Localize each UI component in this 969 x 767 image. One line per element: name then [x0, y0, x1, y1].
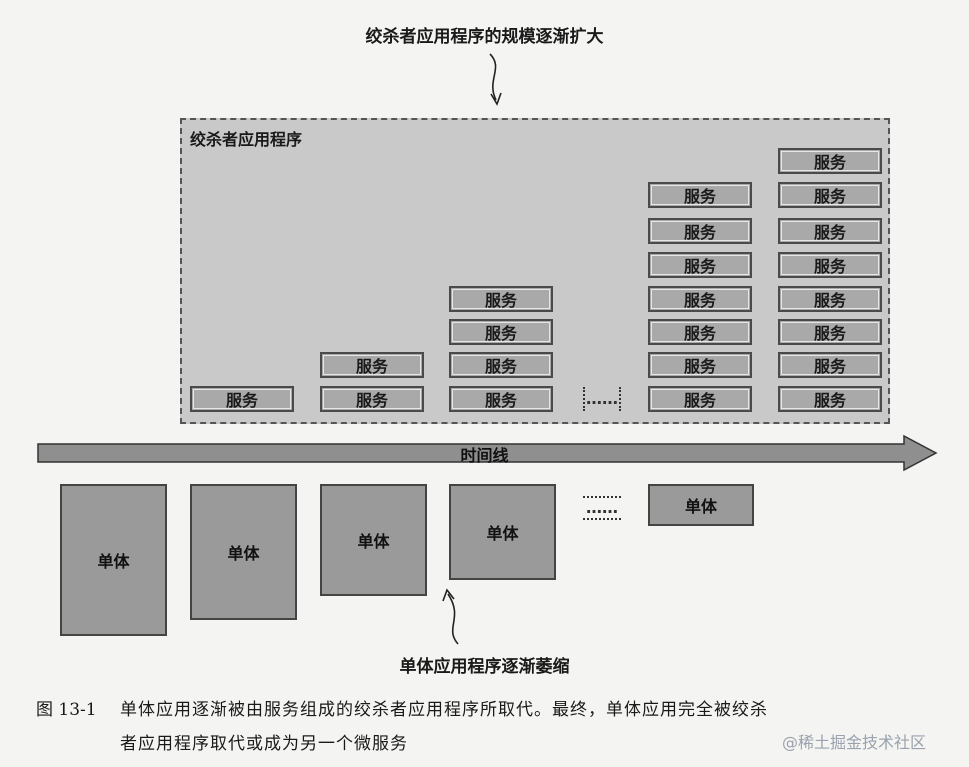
shrink-arrow	[442, 588, 459, 645]
growth-arrow	[489, 53, 502, 106]
service-box: 服务	[648, 352, 752, 378]
service-box: 服务	[778, 252, 882, 278]
service-box: 服务	[320, 386, 424, 412]
service-box: 服务	[778, 386, 882, 412]
service-box: 服务	[778, 352, 882, 378]
service-box: 服务	[320, 352, 424, 378]
monolith-box: 单体	[320, 484, 427, 596]
monolith-shrink-label: 单体应用程序逐渐萎缩	[399, 657, 570, 677]
monolith-box: 单体	[190, 484, 297, 620]
service-box: 服务	[778, 319, 882, 345]
service-box: 服务	[190, 386, 294, 412]
service-box: 服务	[648, 218, 752, 244]
service-box: 服务	[449, 286, 553, 312]
figure-caption-line2: 者应用程序取代或成为另一个微服务	[120, 734, 408, 754]
watermark: @稀土掘金技术社区	[782, 733, 927, 752]
timeline-arrow	[37, 434, 938, 472]
service-box: 服务	[778, 148, 882, 174]
monolith-box: 单体	[648, 484, 754, 526]
container-label: 绞杀者应用程序	[190, 130, 303, 149]
service-box: 服务	[449, 352, 553, 378]
service-box: 服务	[778, 182, 882, 208]
service-box: 服务	[778, 218, 882, 244]
services-ellipsis: ……	[583, 387, 621, 411]
monolith-ellipsis: ……	[583, 496, 621, 520]
strangler-growth-label: 绞杀者应用程序的规模逐渐扩大	[365, 27, 604, 47]
service-box: 服务	[648, 386, 752, 412]
service-box: 服务	[449, 386, 553, 412]
figure-number: 图 13-1	[36, 700, 97, 720]
service-box: 服务	[648, 319, 752, 345]
service-box: 服务	[449, 319, 553, 345]
service-box: 服务	[778, 286, 882, 312]
service-box: 服务	[648, 182, 752, 208]
service-box: 服务	[648, 252, 752, 278]
monolith-box: 单体	[60, 484, 167, 636]
timeline-label: 时间线	[460, 446, 509, 465]
figure-caption-line1: 单体应用逐渐被由服务组成的绞杀者应用程序所取代。最终，单体应用完全被绞杀	[120, 700, 768, 720]
service-box: 服务	[648, 286, 752, 312]
monolith-box: 单体	[449, 484, 556, 580]
